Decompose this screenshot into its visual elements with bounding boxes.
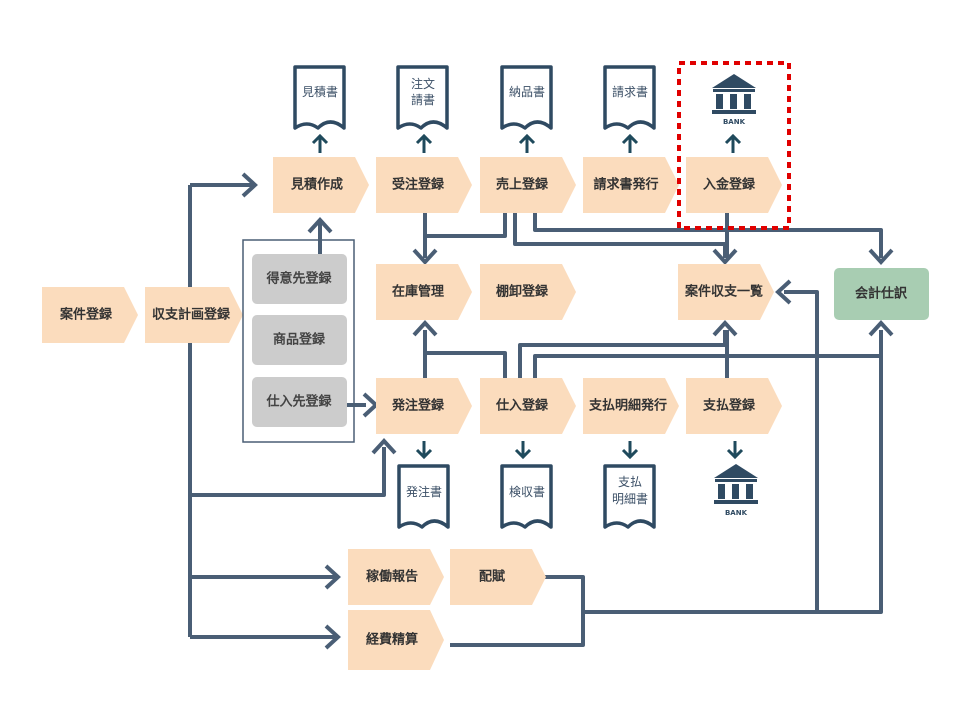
- accounting-label: 会計仕訳: [855, 286, 908, 302]
- step-label: 入金登録: [703, 177, 756, 193]
- step-inventory-management: 在庫管理: [376, 264, 472, 320]
- step-payment-statement-issue: 支払明細発行: [583, 378, 679, 434]
- document-label: 見積書: [302, 84, 338, 99]
- payment-received-highlight-frame: [677, 61, 791, 230]
- step-label: 請求書発行: [593, 177, 658, 193]
- step-label: 受注登録: [392, 177, 445, 193]
- step-label: 配賦: [479, 570, 505, 585]
- arrowhead: [324, 564, 341, 590]
- step-budget-plan-registration: 収支計画登録: [145, 287, 243, 343]
- payment-statement-document-icon: 支払 明細書: [603, 464, 656, 529]
- accounting-journal-entry: 会計仕訳: [834, 268, 929, 320]
- flow-sales-to-accounting: [533, 213, 883, 258]
- document-arrows: [311, 133, 744, 460]
- document-label: 注文: [411, 76, 435, 91]
- step-label: 経費精算: [366, 632, 418, 648]
- step-stocktaking-registration: 棚卸登録: [480, 264, 576, 320]
- step-label: 売上登録: [496, 177, 549, 193]
- flow-sales-to-inventory: [425, 213, 507, 238]
- step-expense-settlement: 経費精算: [348, 610, 444, 670]
- flow-purchase-to-inventory: [423, 351, 507, 378]
- flow-allocation-to-case-balance: [784, 290, 819, 612]
- step-case-registration: 案件登録: [42, 287, 138, 343]
- master-product-registration: 商品登録: [252, 315, 347, 365]
- step-label: 収支計画登録: [152, 307, 231, 323]
- step-case-balance-list: 案件収支一覧: [678, 264, 774, 320]
- step-label: 棚卸登録: [496, 284, 549, 300]
- step-allocation: 配賦: [450, 549, 546, 605]
- document-label: 支払: [618, 475, 642, 489]
- document-label: 検収書: [509, 485, 545, 499]
- step-label: 仕入登録: [495, 398, 549, 414]
- bank-icon: BANK: [712, 74, 756, 126]
- step-label: 稼働報告: [366, 569, 418, 585]
- step-sales-registration: 売上登録: [480, 157, 576, 213]
- step-label: 発注登録: [391, 398, 445, 414]
- master-label: 仕入先登録: [265, 394, 332, 410]
- flow-expense-out: [450, 612, 585, 647]
- invoice-document-icon: 請求書: [603, 65, 656, 130]
- master-label: 商品登録: [273, 332, 326, 348]
- inspection-certificate-document-icon: 検収書: [500, 464, 553, 529]
- arrowhead: [371, 438, 397, 455]
- estimate-document-icon: 見積書: [293, 65, 346, 130]
- step-invoice-issue: 請求書発行: [583, 157, 679, 213]
- master-supplier-registration: 仕入先登録: [252, 377, 347, 427]
- arrowhead: [868, 248, 894, 265]
- arrowhead: [412, 320, 438, 337]
- arrowhead: [307, 217, 333, 234]
- document-label: 発注書: [406, 484, 442, 499]
- master-customer-registration: 得意先登録: [252, 254, 347, 304]
- document-label: 明細書: [612, 492, 648, 506]
- document-label: 請書: [411, 93, 435, 107]
- process-steps: 案件登録 収支計画登録 見積作成 受注登録 売上登録 請求書発行 入金登録 在: [42, 157, 782, 670]
- step-label: 見積作成: [290, 177, 343, 193]
- delivery-note-document-icon: 納品書: [500, 65, 553, 130]
- arrowhead: [241, 172, 258, 198]
- order-acceptance-document-icon: 注文 請書: [396, 65, 449, 130]
- step-label: 支払明細発行: [588, 398, 667, 414]
- arrowhead: [324, 624, 341, 650]
- flow-allocation-out: [545, 330, 883, 614]
- step-label: 支払登録: [702, 398, 756, 414]
- master-label: 得意先登録: [265, 271, 332, 287]
- flow-lines: [188, 183, 883, 647]
- bank-label: BANK: [723, 118, 746, 126]
- arrowhead: [412, 248, 438, 265]
- step-label: 在庫管理: [392, 284, 444, 300]
- step-work-report: 稼働報告: [348, 549, 444, 605]
- step-purchase-order-registration: 発注登録: [376, 378, 472, 434]
- document-label: 納品書: [509, 85, 545, 99]
- master-frame: [242, 239, 355, 443]
- flow-arrowheads: [241, 172, 894, 650]
- flow-plan-to-purchase-order: [190, 447, 386, 497]
- arrowhead: [868, 320, 894, 337]
- bank-label: BANK: [725, 509, 748, 517]
- step-label: 案件登録: [59, 307, 113, 323]
- arrowhead: [712, 320, 738, 337]
- step-estimate-creation: 見積作成: [273, 157, 369, 213]
- step-purchase-registration: 仕入登録: [480, 378, 576, 434]
- documents: 見積書 注文 請書 納品書 請求書 発注書 検収書 支払 明細書: [293, 65, 656, 529]
- step-payment-registration: 支払登録: [686, 378, 782, 434]
- step-order-received-registration: 受注登録: [376, 157, 472, 213]
- flow-sales-to-case-balance: [513, 213, 727, 258]
- purchase-order-document-icon: 発注書: [397, 464, 450, 529]
- bank-icon: BANK: [714, 464, 758, 517]
- master-data-group: 得意先登録 商品登録 仕入先登録: [242, 239, 355, 443]
- arrowhead: [775, 279, 792, 305]
- step-payment-received-registration: 入金登録: [686, 157, 782, 213]
- flow-purchase-to-accounting: [533, 354, 881, 378]
- step-label: 案件収支一覧: [684, 284, 763, 300]
- document-label: 請求書: [612, 85, 648, 99]
- arrowhead: [712, 248, 738, 265]
